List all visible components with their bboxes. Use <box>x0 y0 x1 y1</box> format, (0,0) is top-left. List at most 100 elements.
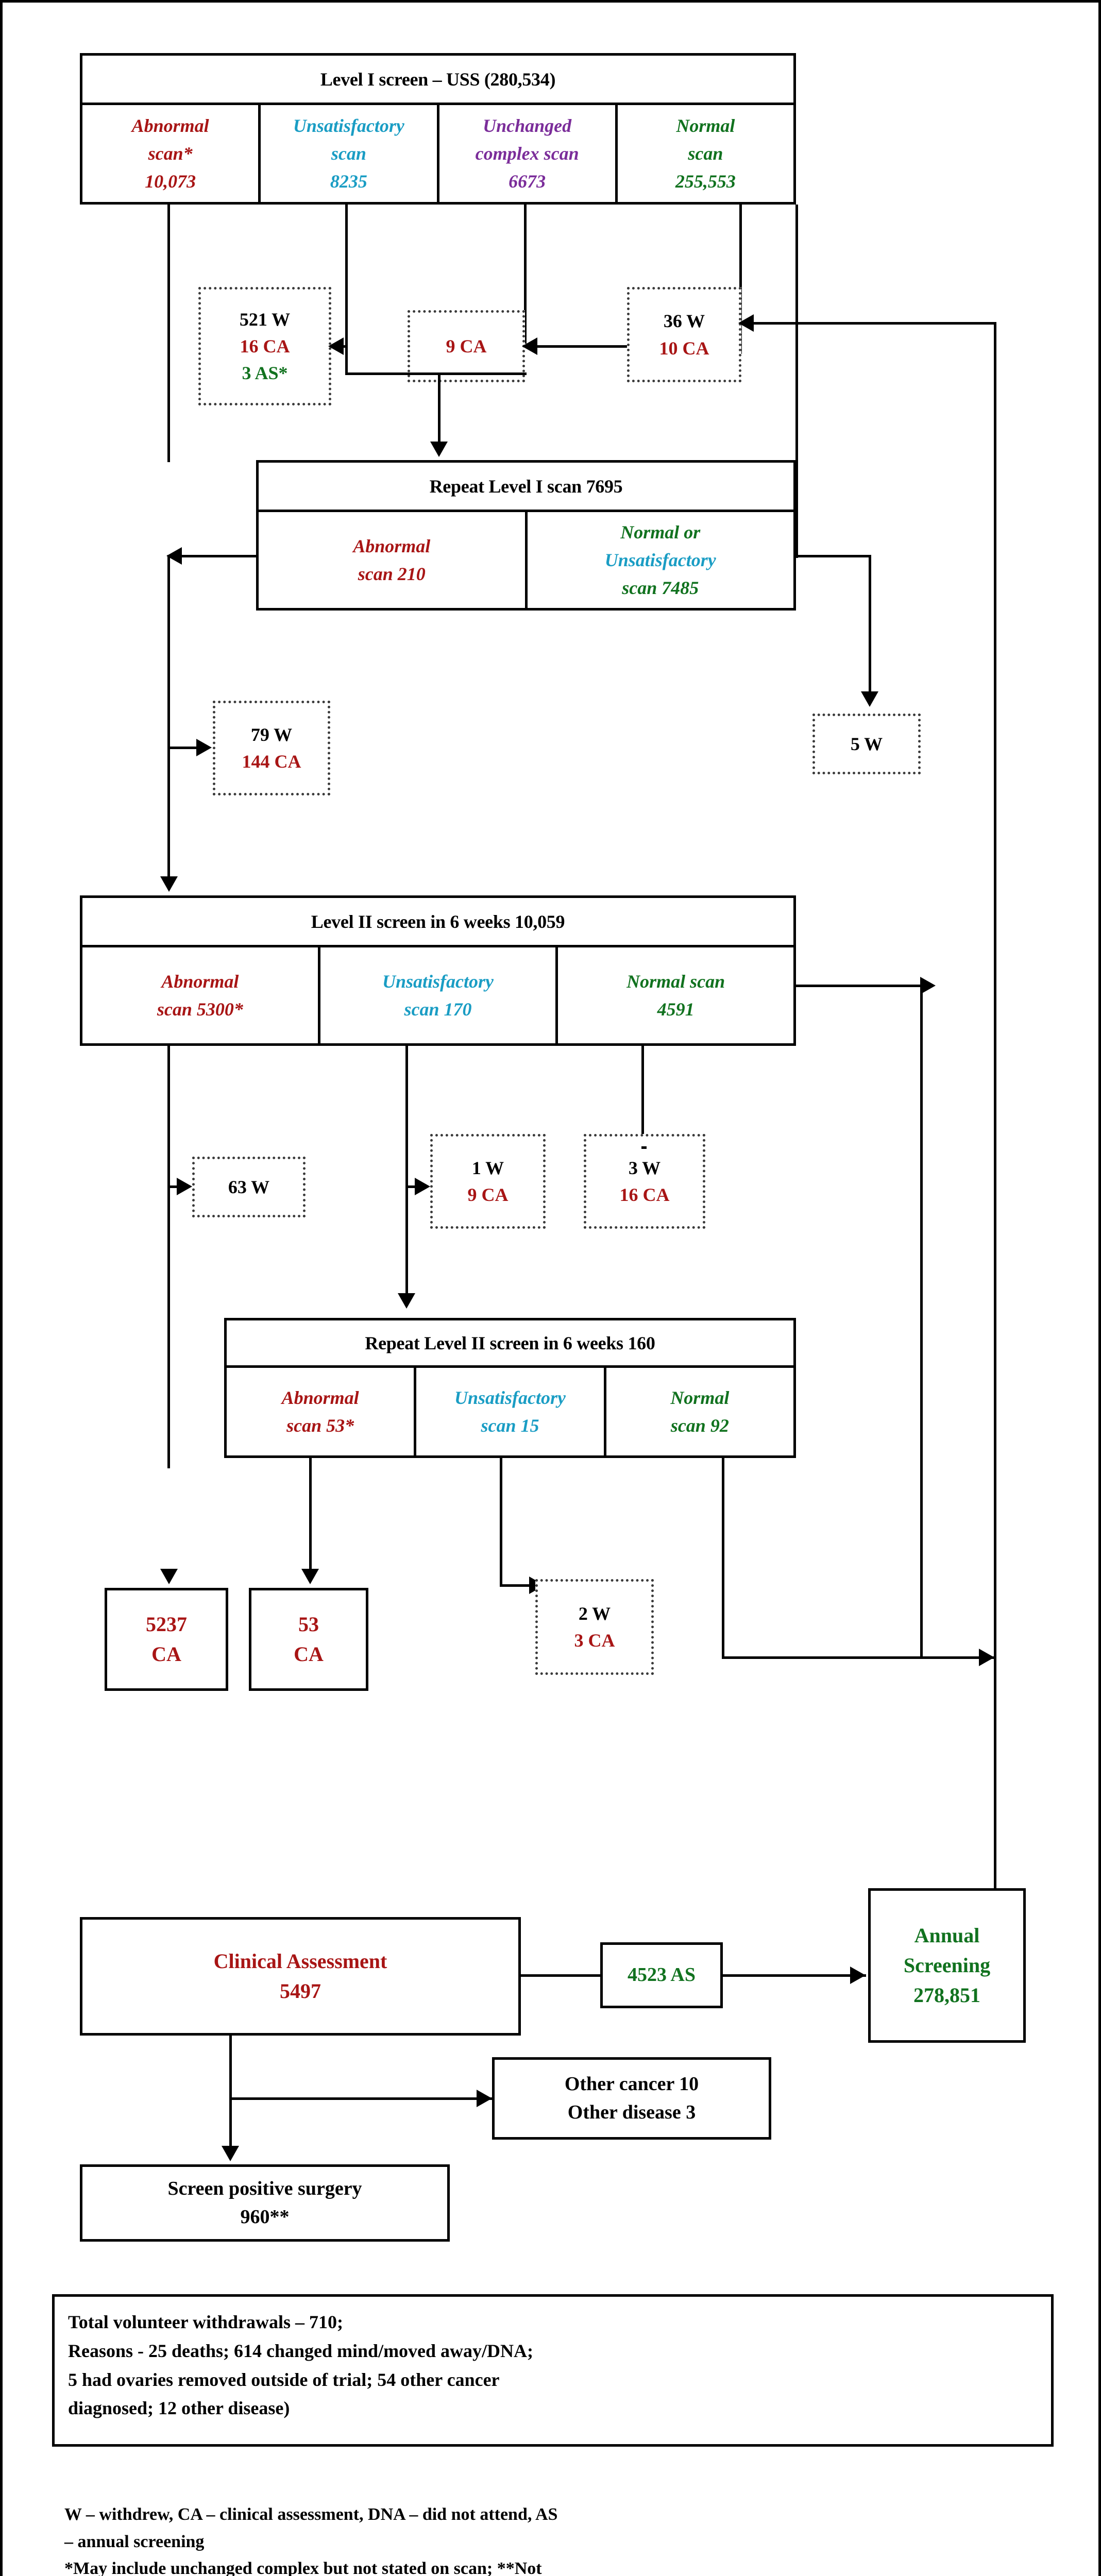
dropout-79w-line1: 79 W <box>250 724 293 745</box>
connector-repeat2-normal-down <box>722 1458 724 1656</box>
level1-cell-unsatisfactory: Unsatisfactory scan 8235 <box>261 105 439 202</box>
dropout-box-5w: 5 W <box>812 714 921 774</box>
level1-normal-label2: scan <box>688 143 723 164</box>
level2-normal-line2: 4591 <box>657 999 695 1020</box>
outcome-53-line2: CA <box>294 1642 324 1666</box>
dropout-9ca-line1: 9 CA <box>446 335 487 357</box>
dropout-box-3w: 3 W 16 CA <box>584 1134 705 1229</box>
connector-repeat1-right-up <box>795 481 798 558</box>
legend-block: W – withdrew, CA – clinical assessment, … <box>64 2501 1059 2576</box>
connector-level2-unsat-stem <box>405 1046 408 1252</box>
other-outcomes-line2: Other disease 3 <box>567 2102 696 2123</box>
level2-normal-line1: Normal scan <box>626 971 725 992</box>
connector-normal-to-far-right <box>795 322 996 325</box>
screen-positive-surgery-box: Screen positive surgery 960** <box>80 2164 450 2242</box>
level1-unchanged-label2: complex scan <box>475 143 579 164</box>
repeat2-unsat-line1: Unsatisfactory <box>454 1387 566 1408</box>
outcome-box-53ca: 53 CA <box>249 1588 368 1691</box>
repeat-level1-cells: Abnormal scan 210 Normal or Unsatisfacto… <box>256 510 796 611</box>
arrowhead-9ca <box>522 337 537 355</box>
repeat1-abnormal-line1: Abnormal <box>353 536 431 556</box>
level1-cell-unchanged: Unchanged complex scan 6673 <box>439 105 618 202</box>
connector-repeat1-right-down <box>869 555 871 694</box>
level1-abnormal-value: 10,073 <box>145 171 196 192</box>
connector-to-1w <box>406 1185 416 1188</box>
repeat-level1-header-label: Repeat Level I scan 7695 <box>429 476 623 497</box>
connector-level2-right-exit <box>794 985 923 987</box>
repeat1-abnormal-line2: scan 210 <box>358 564 426 584</box>
arrowhead-level2-right <box>920 977 936 994</box>
dropout-2w-line1: 2 W <box>578 1603 611 1624</box>
as-transfer-box: 4523 AS <box>600 1942 723 2008</box>
clinical-assessment-line1: Clinical Assessment <box>213 1950 387 1973</box>
level2-unsat-line1: Unsatisfactory <box>382 971 494 992</box>
connector-repeat2-unsat-stem <box>500 1458 502 1584</box>
outcome-5237-line1: 5237 <box>146 1613 187 1636</box>
connector-to-9ca <box>525 345 628 348</box>
level1-unchanged-value: 6673 <box>509 171 546 192</box>
repeat-level2-header-label: Repeat Level II screen in 6 weeks 160 <box>365 1332 655 1353</box>
level1-unsat-label1: Unsatisfactory <box>293 115 404 136</box>
other-outcomes-line1: Other cancer 10 <box>564 2073 699 2095</box>
level2-cells: Abnormal scan 5300* Unsatisfactory scan … <box>80 945 796 1046</box>
as-transfer-label: 4523 AS <box>628 1964 696 1986</box>
level1-abnormal-label1: Abnormal <box>131 115 209 136</box>
dropout-3w-line2: 16 CA <box>619 1184 670 1205</box>
connector-repeat1-left-exit <box>167 555 258 557</box>
arrowhead-53ca <box>301 1569 319 1584</box>
arrowhead-repeat-level1 <box>430 442 448 457</box>
connector-ca-to-as <box>520 1974 602 1977</box>
clinical-assessment-line2: 5497 <box>280 1979 321 2003</box>
level2-abnormal-line2: scan 5300* <box>157 999 243 1020</box>
annual-screening-line2: Screening <box>903 1954 991 1977</box>
connector-abnormal-stem <box>167 205 170 462</box>
level2-unsat-line2: scan 170 <box>404 999 472 1020</box>
dropout-3w-line1: 3 W <box>628 1157 661 1178</box>
connector-unsat-stem <box>345 205 348 375</box>
clinical-assessment-box: Clinical Assessment 5497 <box>80 1917 521 2036</box>
arrowhead-screen-positive <box>222 2146 239 2161</box>
level2-cell-normal: Normal scan 4591 <box>558 947 793 1043</box>
arrowhead-level2 <box>160 876 178 892</box>
repeat2-normal-line1: Normal <box>670 1387 730 1408</box>
legend-line3: *May include unchanged complex but not s… <box>64 2559 542 2576</box>
connector-repeat2-normal-join <box>722 1656 995 1659</box>
dropout-box-9ca: 9 CA <box>408 310 525 382</box>
screen-positive-line2: 960** <box>240 2206 290 2228</box>
arrowhead-repeat-level2 <box>398 1293 415 1309</box>
level1-cell-abnormal: Abnormal scan* 10,073 <box>82 105 261 202</box>
arrowhead-repeat2-normal <box>979 1649 994 1666</box>
annual-screening-line3: 278,851 <box>913 1984 980 2007</box>
annual-screening-box: Annual Screening 278,851 <box>868 1888 1026 2043</box>
arrowhead-other-outcomes <box>477 2090 492 2107</box>
arrowhead-521w <box>328 337 344 355</box>
dropout-521w-line3: 3 AS* <box>242 363 288 384</box>
connector-level2-normal-stem <box>641 1046 644 1149</box>
repeat1-normal-line2: Unsatisfactory <box>604 550 716 570</box>
connector-repeat1-drop <box>438 372 441 445</box>
connector-level2-abnormal-stem <box>167 1046 170 1468</box>
dropout-521w-line1: 521 W <box>239 309 291 330</box>
withdrawal-note-box: Total volunteer withdrawals – 710; Reaso… <box>52 2294 1054 2447</box>
level2-header-label: Level II screen in 6 weeks 10,059 <box>311 911 565 932</box>
repeat-level1-header: Repeat Level I scan 7695 <box>256 460 796 510</box>
arrowhead-repeat1-right <box>861 691 878 707</box>
level2-header: Level II screen in 6 weeks 10,059 <box>80 895 796 945</box>
arrowhead-36w <box>738 314 754 332</box>
legend-line1: W – withdrew, CA – clinical assessment, … <box>64 2505 558 2524</box>
level1-unchanged-label1: Unchanged <box>483 115 572 136</box>
level1-unsat-label2: scan <box>331 143 366 164</box>
repeat2-abnormal-line2: scan 53* <box>286 1415 354 1436</box>
level1-cell-normal: Normal scan 255,553 <box>618 105 793 202</box>
dropout-79w-line2: 144 CA <box>242 751 301 772</box>
level1-unsat-value: 8235 <box>330 171 367 192</box>
connector-to-63w <box>168 1185 179 1188</box>
repeat2-normal-line2: scan 92 <box>670 1415 729 1436</box>
dropout-1w-line2: 9 CA <box>467 1184 509 1205</box>
dropout-box-2w: 2 W 3 CA <box>535 1579 654 1675</box>
outcome-box-5237ca: 5237 CA <box>105 1588 228 1691</box>
connector-repeat1-left-down <box>167 555 170 879</box>
repeat-level2-cells: Abnormal scan 53* Unsatisfactory scan 15… <box>224 1365 796 1458</box>
outcome-5237-line2: CA <box>151 1642 181 1666</box>
connector-to-79w <box>168 747 197 749</box>
